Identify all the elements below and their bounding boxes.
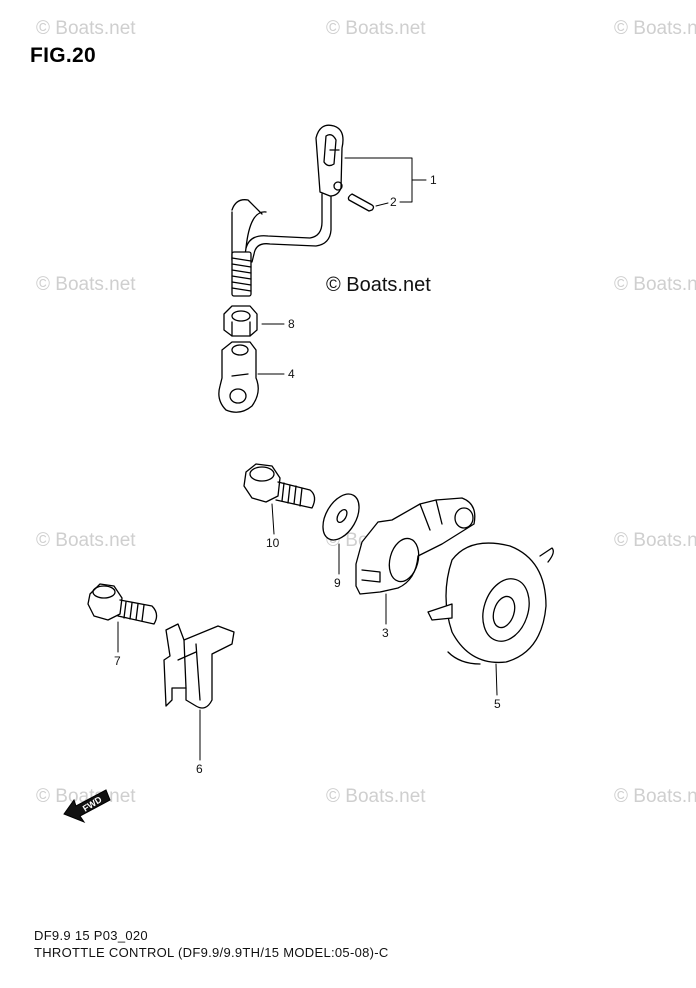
center-watermark: © Boats.net: [326, 274, 431, 296]
fwd-arrow-icon: [63, 789, 111, 824]
washer-part: [322, 493, 360, 541]
callout-8: 8: [288, 317, 295, 331]
callout-3: 3: [382, 626, 389, 640]
bolt-7-part: [87, 583, 158, 625]
throttle-arm-part: [355, 497, 476, 595]
nut-part: [223, 305, 258, 337]
diagram-caption: THROTTLE CONTROL (DF9.9/9.9TH/15 MODEL:0…: [34, 945, 389, 960]
callout-5: 5: [494, 697, 501, 711]
diagram-code: DF9.9 15 P03_020: [34, 928, 148, 943]
callout-9: 9: [334, 576, 341, 590]
callout-leaders: [117, 157, 498, 761]
watermark: © Boats.net: [326, 786, 426, 807]
watermark: © Boats.net: [36, 786, 136, 807]
watermark: © Boats.net: [36, 18, 136, 39]
watermark: © Boats.net: [36, 274, 136, 295]
callout-4: 4: [288, 367, 295, 381]
throttle-cam-part: [427, 542, 554, 665]
throttle-rod-part: [231, 124, 344, 297]
bolt-10-part: [243, 463, 316, 509]
bracket-part: [163, 623, 235, 709]
watermark: © Boats.net: [614, 530, 696, 551]
pin-part: [333, 181, 375, 212]
callout-7: 7: [114, 654, 121, 668]
watermark: © Boats.net: [36, 530, 136, 551]
watermark: © Boats.net: [326, 18, 426, 39]
watermark: © Boats.net: [614, 786, 696, 807]
watermark: © Boats.net: [614, 274, 696, 295]
callout-6: 6: [196, 762, 203, 776]
callout-2: 2: [390, 195, 397, 209]
watermark: © Boats.net: [614, 18, 696, 39]
figure-title: FIG.20: [30, 44, 96, 67]
rod-end-part: [218, 341, 259, 413]
callout-1: 1: [430, 173, 437, 187]
callout-10: 10: [266, 536, 280, 550]
